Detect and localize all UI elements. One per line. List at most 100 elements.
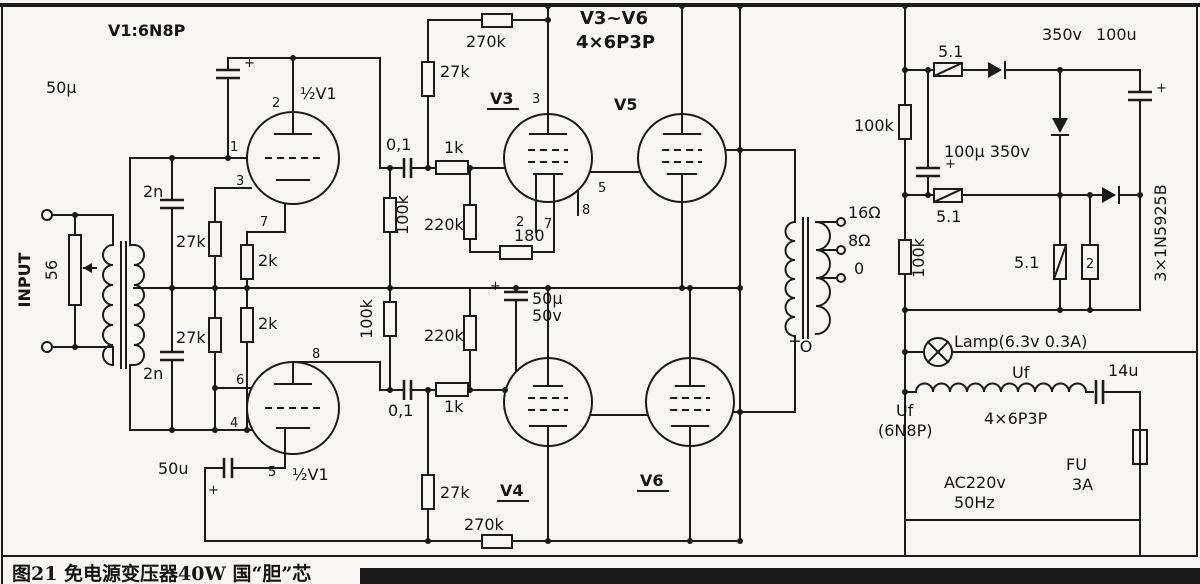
output-transformer: 16Ω 8Ω 0 TO bbox=[784, 203, 881, 356]
label-lamp: Lamp(6.3v 0.3A) bbox=[954, 332, 1087, 351]
volume-pot: 56 bbox=[42, 234, 92, 306]
label-2k: 2k bbox=[258, 251, 278, 270]
diode-3 bbox=[1102, 186, 1120, 204]
plus-sign: + bbox=[244, 56, 255, 71]
label-5r1: 5.1 bbox=[936, 207, 961, 226]
label-27k: 27k bbox=[440, 483, 470, 502]
pot-value: 56 bbox=[42, 260, 61, 280]
input-transformer bbox=[102, 241, 145, 369]
tap-0-terminal bbox=[836, 273, 846, 283]
capacitor-2n-bottom: 2n bbox=[143, 350, 184, 383]
tap-16-terminal bbox=[836, 217, 846, 227]
header-tubes: V3~V6 bbox=[580, 8, 648, 29]
label-27k: 27k bbox=[176, 232, 206, 251]
label-1k: 1k bbox=[444, 397, 464, 416]
label-v3: V3 bbox=[490, 89, 514, 108]
resistor-100k-psu-mid: 100k bbox=[898, 237, 928, 278]
label-ac: AC220v bbox=[944, 473, 1006, 492]
label-2k: 2k bbox=[258, 314, 278, 333]
label-diodes: 3×1N5925B bbox=[1151, 184, 1170, 281]
label-01: 0,1 bbox=[388, 401, 413, 420]
resistor-5r1-c: 5.1 bbox=[1014, 243, 1068, 281]
resistor-27k-center-bottom: 27k bbox=[421, 474, 470, 510]
label-220k: 220k bbox=[424, 326, 465, 345]
label-tap8: 8Ω bbox=[848, 231, 870, 250]
label-uf-left: Uf bbox=[896, 401, 914, 420]
label-5r1: 5.1 bbox=[1014, 253, 1039, 272]
label-14u: 14u bbox=[1108, 361, 1139, 380]
pin-2: 2 bbox=[272, 96, 280, 111]
diode-1 bbox=[988, 61, 1006, 79]
label-v5: V5 bbox=[614, 95, 638, 114]
capacitor-50u-50v: + 50μ 50v bbox=[490, 279, 563, 325]
label-6n8p: (6N8P) bbox=[878, 421, 932, 440]
fuse-fu: FU 3A bbox=[1066, 423, 1148, 494]
diode-2 bbox=[1051, 118, 1069, 136]
resistor-100k-psu-top: 100k bbox=[854, 104, 912, 140]
label-100k: 100k bbox=[393, 194, 412, 235]
plus-sign: + bbox=[490, 279, 501, 294]
frame bbox=[0, 3, 1200, 584]
pin-3-v3: 3 bbox=[532, 92, 540, 107]
resistor-27k-left-top: 27k bbox=[176, 221, 222, 257]
label-100k: 100k bbox=[854, 116, 895, 135]
label-3a: 3A bbox=[1072, 475, 1093, 494]
label-50u: 50μ bbox=[46, 78, 77, 97]
pin-1: 1 bbox=[230, 140, 238, 155]
label-2ohm: 2 bbox=[1086, 257, 1094, 272]
label-v6: V6 bbox=[640, 471, 664, 490]
pin-3: 3 bbox=[236, 174, 244, 189]
heater-winding: Uf Uf (6N8P) 4×6P3P bbox=[878, 363, 1088, 440]
input-terminal-top bbox=[41, 209, 53, 221]
resistor-220k-bottom: 220k bbox=[424, 315, 477, 351]
label-350v: 350v bbox=[1042, 25, 1082, 44]
tube-v4 bbox=[503, 357, 593, 447]
label-27k: 27k bbox=[440, 62, 470, 81]
label-tap0: 0 bbox=[854, 259, 864, 278]
pin-5: 5 bbox=[268, 465, 276, 480]
pin-8: 8 bbox=[312, 347, 320, 362]
label-v4: V4 bbox=[500, 481, 524, 500]
resistor-100k-top: 100k bbox=[383, 194, 412, 235]
resistor-2ohm: 2 bbox=[1081, 244, 1099, 280]
resistor-1k-bottom: 1k bbox=[435, 382, 469, 416]
capacitor-14u: 14u bbox=[1094, 361, 1139, 404]
pin-7-v3: 7 bbox=[544, 217, 552, 232]
capacitor-50u-topleft: + 50μ bbox=[46, 56, 255, 97]
label-uf-right: Uf bbox=[1012, 363, 1030, 382]
pin-6: 6 bbox=[236, 373, 244, 388]
pin-4: 4 bbox=[230, 416, 238, 431]
capacitor-100u-topright: + 350v 100u bbox=[1042, 25, 1167, 102]
resistor-1k-top: 1k bbox=[435, 138, 469, 175]
resistor-100k-bottom: 100k bbox=[357, 298, 397, 339]
label-100k: 100k bbox=[357, 298, 376, 339]
label-5r1: 5.1 bbox=[938, 42, 963, 61]
capacitor-2n-top: 2n bbox=[143, 182, 184, 210]
label-27k: 27k bbox=[176, 328, 206, 347]
label-to: TO bbox=[789, 337, 812, 356]
plus-sign: + bbox=[208, 483, 219, 498]
label-01: 0,1 bbox=[386, 135, 411, 154]
label-180: 180 bbox=[514, 226, 545, 245]
label-half-v1-bottom: ½V1 bbox=[292, 465, 329, 484]
resistor-220k-top: 220k bbox=[424, 204, 477, 240]
resistor-2k-bottom: 2k bbox=[240, 307, 278, 343]
capacitor-50u-bottomleft: + 50u bbox=[158, 458, 234, 498]
label-1k: 1k bbox=[444, 138, 464, 157]
label-270k: 270k bbox=[464, 515, 505, 534]
label-100u-350v: 100μ 350v bbox=[944, 142, 1030, 161]
label-fu: FU bbox=[1066, 455, 1087, 474]
label-tap16: 16Ω bbox=[848, 203, 881, 222]
label-270k: 270k bbox=[466, 32, 507, 51]
input-label: INPUT bbox=[15, 252, 34, 307]
plus-sign: + bbox=[1156, 81, 1167, 96]
pin-7: 7 bbox=[260, 215, 268, 230]
resistor-180: 180 bbox=[499, 226, 545, 260]
junction-dots bbox=[72, 3, 1143, 544]
pin-2-v3: 2 bbox=[516, 215, 524, 230]
bottom-bar bbox=[360, 568, 1200, 584]
header-tube-type: 4×6P3P bbox=[576, 32, 655, 53]
label-100k: 100k bbox=[909, 237, 928, 278]
label-100u: 100u bbox=[1096, 25, 1137, 44]
